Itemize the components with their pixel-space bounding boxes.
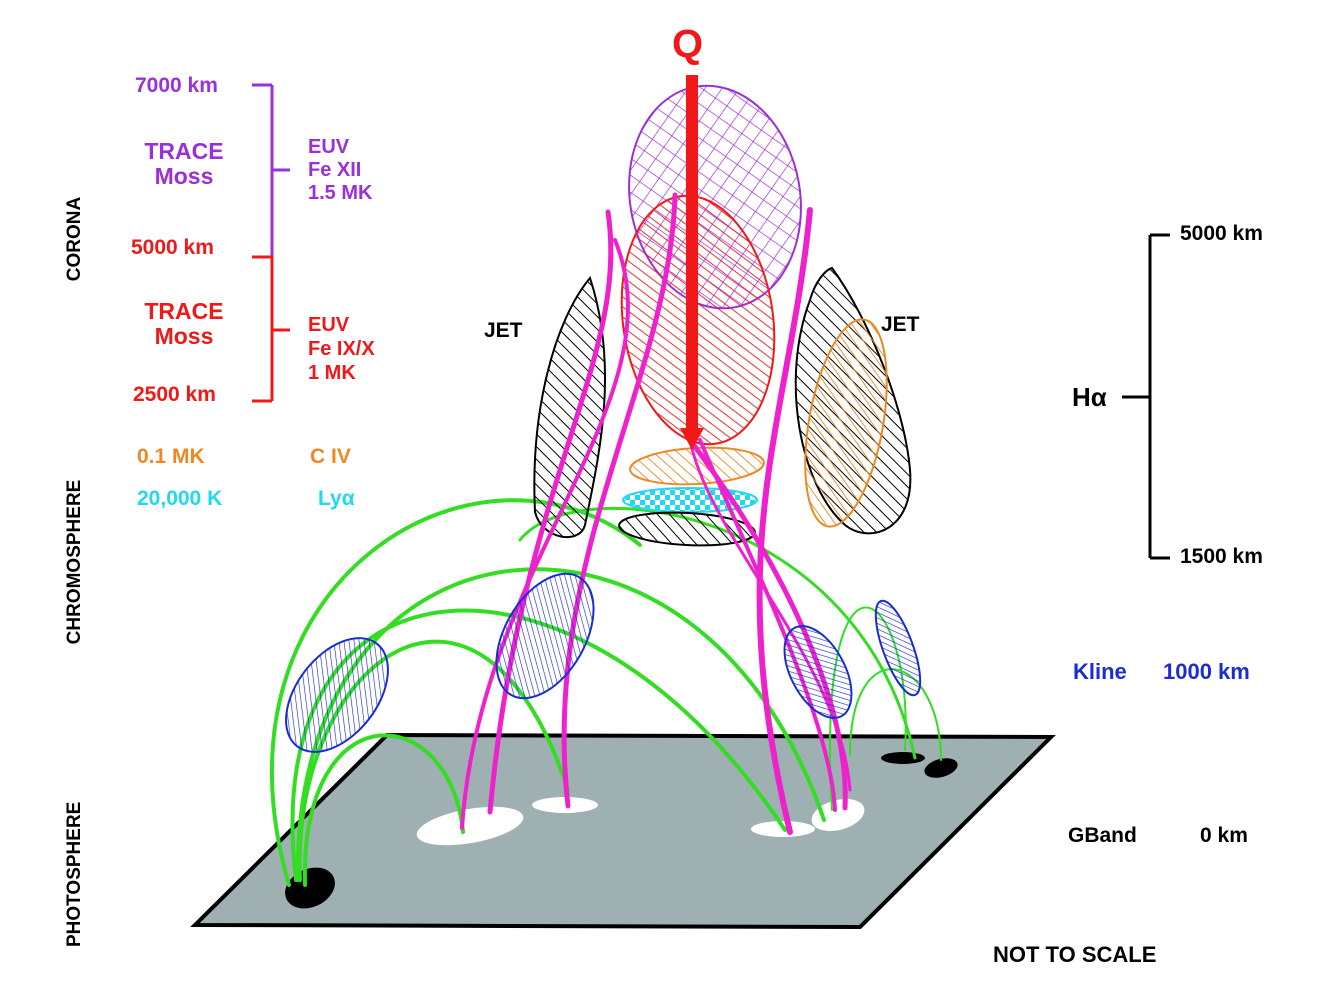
lya-line-label: Lyα	[318, 487, 355, 510]
halpha-bottom-height: 1500 km	[1180, 545, 1263, 568]
moss-lower-name-line2: Moss	[154, 323, 214, 349]
halpha-top-height: 5000 km	[1180, 222, 1263, 245]
civ-line-label: C IV	[310, 445, 351, 468]
heating-label: Q	[672, 22, 704, 66]
halpha-bracket	[1122, 233, 1170, 560]
kline-region	[285, 637, 389, 753]
footpoint-patch	[416, 806, 524, 846]
kline-region	[783, 625, 853, 719]
corona-label: CORONA	[64, 196, 85, 282]
moss-lower-band-line2: Fe IX/X	[308, 338, 375, 360]
kline-height: 1000 km	[1163, 659, 1250, 684]
moss-lower-name-line1: TRACE	[144, 298, 224, 324]
moss-lower-bracket	[252, 255, 290, 403]
moss-lower-band: EUV Fe IX/X 1 MK	[308, 313, 375, 385]
halpha-label: Hα	[1072, 382, 1107, 412]
moss-upper-band-line3: 1.5 MK	[308, 182, 373, 204]
gband-height: 0 km	[1200, 824, 1248, 847]
kline-region	[874, 599, 922, 697]
photosphere-label: PHOTOSPHERE	[64, 801, 85, 947]
moss-upper-name-line1: TRACE	[144, 138, 224, 164]
dark-footpoint	[924, 758, 958, 778]
footpoint-patch	[532, 797, 598, 813]
moss-upper-bracket	[252, 83, 290, 259]
jet-left-label: JET	[484, 319, 523, 342]
moss-upper-bottom-height: 5000 km	[131, 236, 214, 259]
jet-right-civ-region	[804, 318, 888, 528]
moss-upper-name-line2: Moss	[154, 163, 214, 189]
moss-upper-band-line1: EUV	[308, 136, 350, 158]
jet-right-label: JET	[881, 313, 920, 336]
moss-upper-band: EUV Fe XII 1.5 MK	[308, 136, 372, 205]
footpoint-patch	[811, 798, 865, 832]
moss-lower-band-line1: EUV	[308, 314, 350, 336]
moss-upper-band-line2: Fe XII	[308, 159, 362, 181]
civ-temperature: 0.1 MK	[137, 445, 205, 468]
jet-left	[533, 275, 607, 539]
kline-label: Kline	[1073, 659, 1127, 684]
chromosphere-label: CHROMOSPHERE	[64, 479, 85, 645]
moss-lower-name: TRACE Moss	[128, 299, 240, 349]
moss-upper-top-height: 7000 km	[135, 74, 218, 97]
not-to-scale-note: NOT TO SCALE	[993, 942, 1157, 967]
moss-upper-name: TRACE Moss	[128, 139, 240, 189]
moss-lower-band-line3: 1 MK	[308, 362, 356, 384]
gband-label: GBand	[1068, 824, 1137, 847]
lya-temperature: 20,000 K	[137, 487, 223, 510]
kline-region	[495, 572, 595, 700]
moss-lower-bottom-height: 2500 km	[133, 383, 216, 406]
heating-arrow-head	[680, 428, 704, 450]
dark-footpoint	[881, 752, 925, 764]
